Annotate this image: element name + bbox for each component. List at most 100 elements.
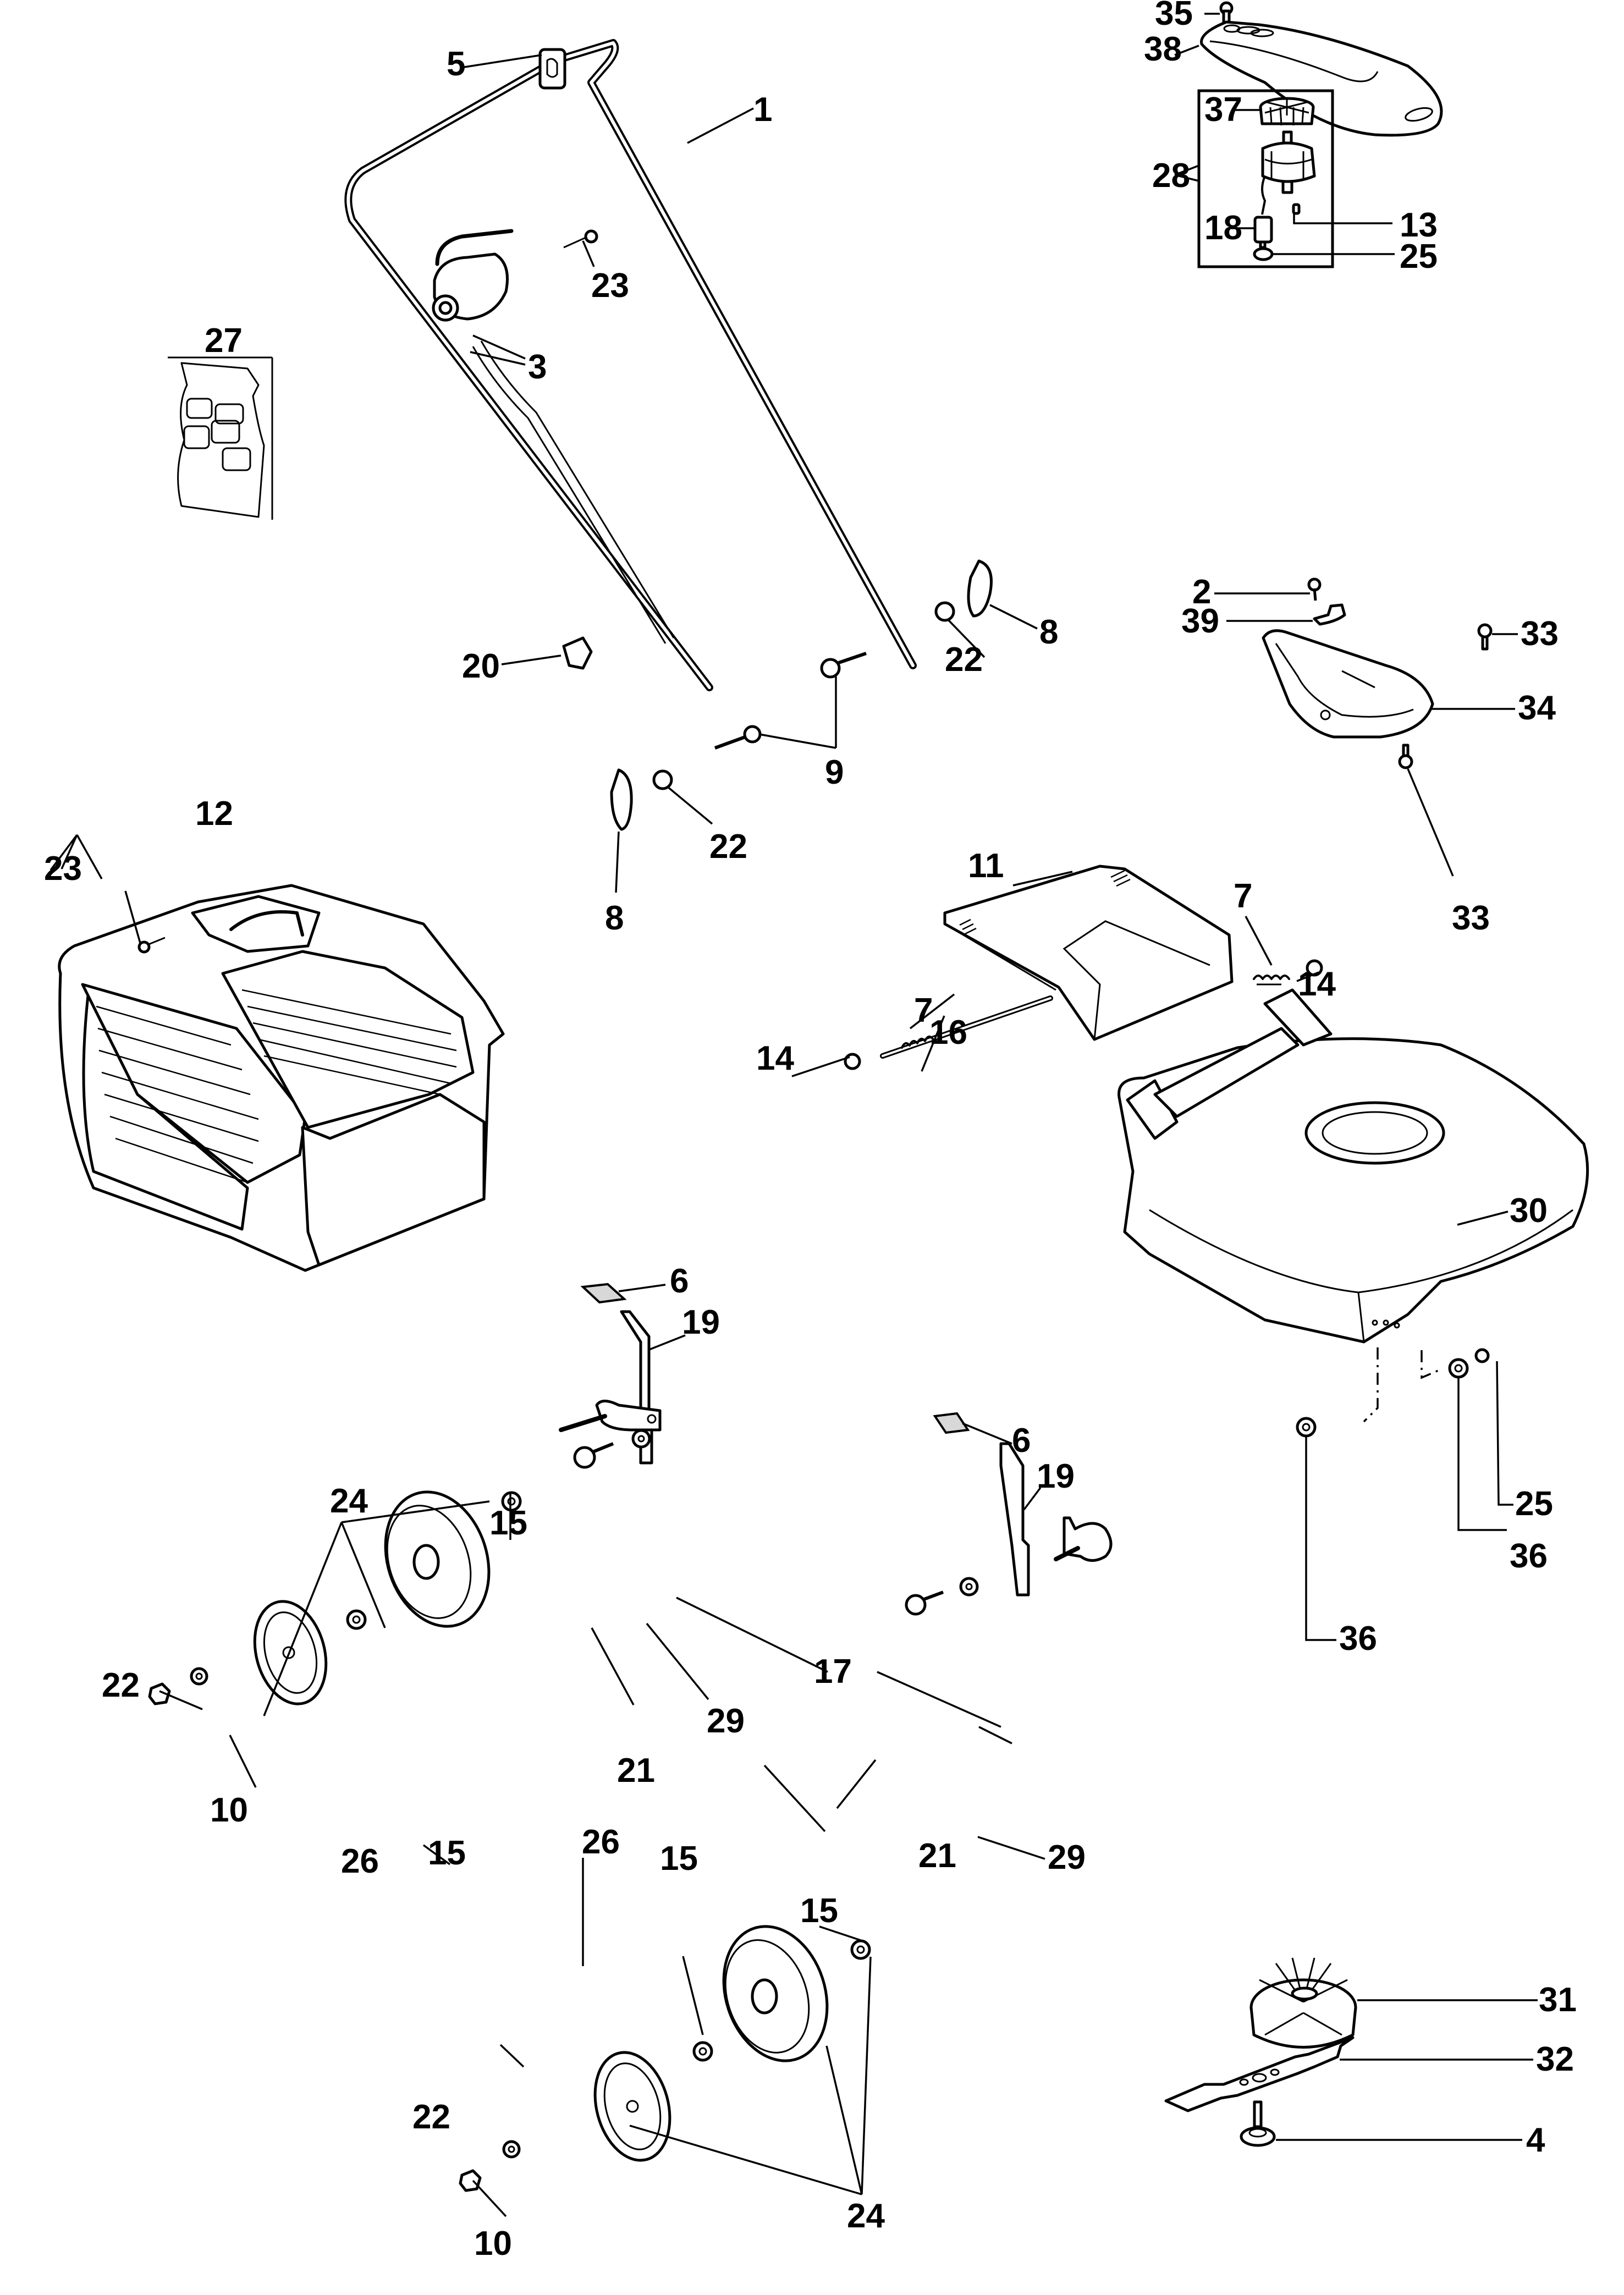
screw-cable-clamp xyxy=(1307,577,1322,601)
callout-22c: 22 xyxy=(102,1666,140,1704)
handle-upper xyxy=(344,39,917,691)
callout-8a: 8 xyxy=(1039,613,1058,651)
callout-22a: 22 xyxy=(945,641,983,679)
washer-29-upper xyxy=(631,1429,651,1449)
bolt-21-upper xyxy=(573,1442,614,1469)
callout-23b: 23 xyxy=(44,850,82,888)
callout-21a: 21 xyxy=(617,1752,655,1790)
rear-flap xyxy=(943,865,1234,1041)
lever-assembly-left xyxy=(559,1283,662,1465)
switch-with-lever xyxy=(432,229,514,322)
callout-10b: 10 xyxy=(474,2225,512,2263)
grass-catcher xyxy=(58,884,505,1272)
callout-17: 17 xyxy=(814,1653,852,1691)
callout-33a: 33 xyxy=(1521,615,1559,653)
assembly-line xyxy=(1421,1350,1441,1379)
flap-pin xyxy=(880,995,1053,1059)
callout-labels: 1 2 3 4 5 6 6 7 7 8 8 9 10 10 11 12 13 1… xyxy=(44,0,1577,2263)
motor-housing xyxy=(1262,629,1434,739)
callout-7b: 7 xyxy=(914,992,933,1030)
washer-36-lower xyxy=(1296,1417,1317,1438)
wheel-lower xyxy=(722,1925,829,2062)
decal xyxy=(168,356,273,520)
callout-15a: 15 xyxy=(489,1504,527,1542)
washer xyxy=(652,769,673,790)
bolt-21-lower xyxy=(905,1590,944,1616)
cable-clamp xyxy=(1313,603,1346,626)
bearing-upper-right xyxy=(501,1491,522,1512)
callout-14b: 14 xyxy=(756,1039,794,1077)
callout-33b: 33 xyxy=(1452,899,1490,937)
callout-29b: 29 xyxy=(1048,1839,1086,1876)
callout-15d: 15 xyxy=(800,1892,838,1930)
wheel-nut-upper xyxy=(148,1682,171,1705)
callout-19a: 19 xyxy=(682,1303,720,1341)
leader-lines xyxy=(49,13,1538,2217)
nut-25-deck xyxy=(1474,1348,1490,1363)
callout-28: 28 xyxy=(1152,157,1190,195)
callout-34: 34 xyxy=(1518,689,1556,727)
washer-22-lower xyxy=(502,2140,521,2159)
motor xyxy=(1261,130,1316,215)
handle-knob-left xyxy=(610,768,633,831)
washer-22-upper xyxy=(190,1667,208,1686)
handle-knob-right xyxy=(967,559,993,618)
callout-31: 31 xyxy=(1539,1981,1577,2019)
callout-13: 13 xyxy=(1400,206,1438,244)
motor-fan xyxy=(1259,97,1315,126)
cable-clip xyxy=(562,636,593,670)
callout-15c: 15 xyxy=(660,1840,698,1878)
callout-3: 3 xyxy=(528,348,547,386)
hubcap-lower xyxy=(593,2051,671,2162)
fan xyxy=(1249,1957,1357,2049)
washer xyxy=(934,601,955,622)
callout-16: 16 xyxy=(929,1014,967,1052)
callout-14a: 14 xyxy=(1298,965,1336,1003)
callout-24a: 24 xyxy=(330,1482,368,1520)
washer-36-upper xyxy=(1448,1358,1469,1379)
callout-15b: 15 xyxy=(428,1834,466,1872)
callout-7a: 7 xyxy=(1234,877,1252,915)
callout-4: 4 xyxy=(1526,2121,1545,2159)
spring-right xyxy=(1253,975,1290,986)
callout-21b: 21 xyxy=(918,1837,956,1875)
callout-9: 9 xyxy=(825,753,844,791)
callout-36a: 36 xyxy=(1510,1537,1548,1575)
callout-38: 38 xyxy=(1144,30,1182,68)
callout-29a: 29 xyxy=(707,1702,745,1740)
lever-assembly-right xyxy=(933,1412,1113,1597)
callout-19b: 19 xyxy=(1037,1457,1075,1495)
callout-24b: 24 xyxy=(847,2197,885,2235)
motor-cover xyxy=(1200,20,1443,137)
callout-11: 11 xyxy=(968,847,1004,885)
callout-25a: 25 xyxy=(1400,238,1438,276)
bearing-lower-right xyxy=(850,1939,871,1960)
callout-6b: 6 xyxy=(1012,1422,1031,1460)
assembly-line xyxy=(1363,1347,1379,1423)
wheel-upper xyxy=(384,1490,491,1628)
callout-22d: 22 xyxy=(412,2098,450,2136)
callout-20: 20 xyxy=(462,647,500,685)
handle-bolts xyxy=(714,652,867,750)
callout-27: 27 xyxy=(205,322,243,360)
callout-23a: 23 xyxy=(591,267,629,305)
key xyxy=(1292,203,1301,215)
callout-5: 5 xyxy=(447,45,465,83)
bolt-33-bottom xyxy=(1398,744,1413,769)
motor-assembly-box xyxy=(1197,89,1334,268)
callout-8b: 8 xyxy=(605,899,624,937)
callout-25b: 25 xyxy=(1515,1485,1553,1523)
callout-2: 2 xyxy=(1192,573,1211,611)
hubcap-upper xyxy=(253,1600,328,1705)
screw-top xyxy=(563,229,598,249)
callout-36b: 36 xyxy=(1339,1620,1377,1658)
capacitor xyxy=(1253,216,1273,249)
callout-35: 35 xyxy=(1155,0,1193,32)
nut-25-top xyxy=(1253,247,1274,261)
callout-18: 18 xyxy=(1204,209,1242,247)
callout-26b: 26 xyxy=(582,1823,620,1861)
callout-1: 1 xyxy=(753,91,772,129)
callout-22b: 22 xyxy=(709,828,747,866)
bolt-33-top xyxy=(1477,623,1493,651)
